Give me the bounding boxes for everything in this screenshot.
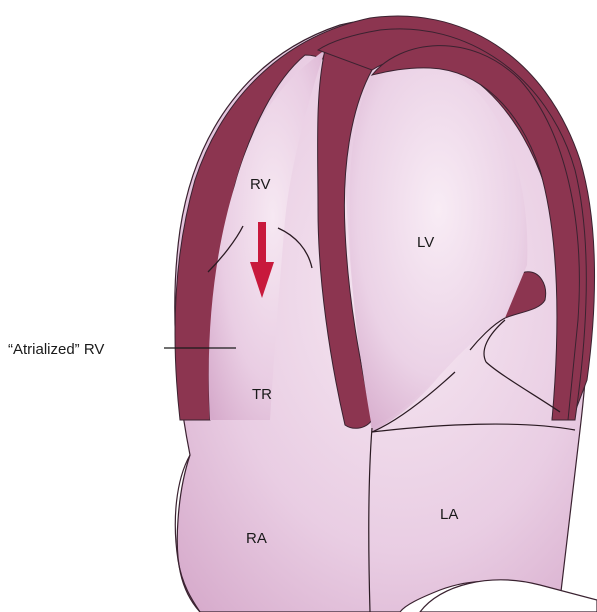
label-ra: RA: [246, 530, 267, 547]
label-atrialized-rv: “Atrialized” RV: [8, 341, 104, 358]
label-la: LA: [440, 506, 458, 523]
label-rv: RV: [250, 176, 271, 193]
label-lv: LV: [417, 234, 434, 251]
label-tr: TR: [252, 386, 272, 403]
